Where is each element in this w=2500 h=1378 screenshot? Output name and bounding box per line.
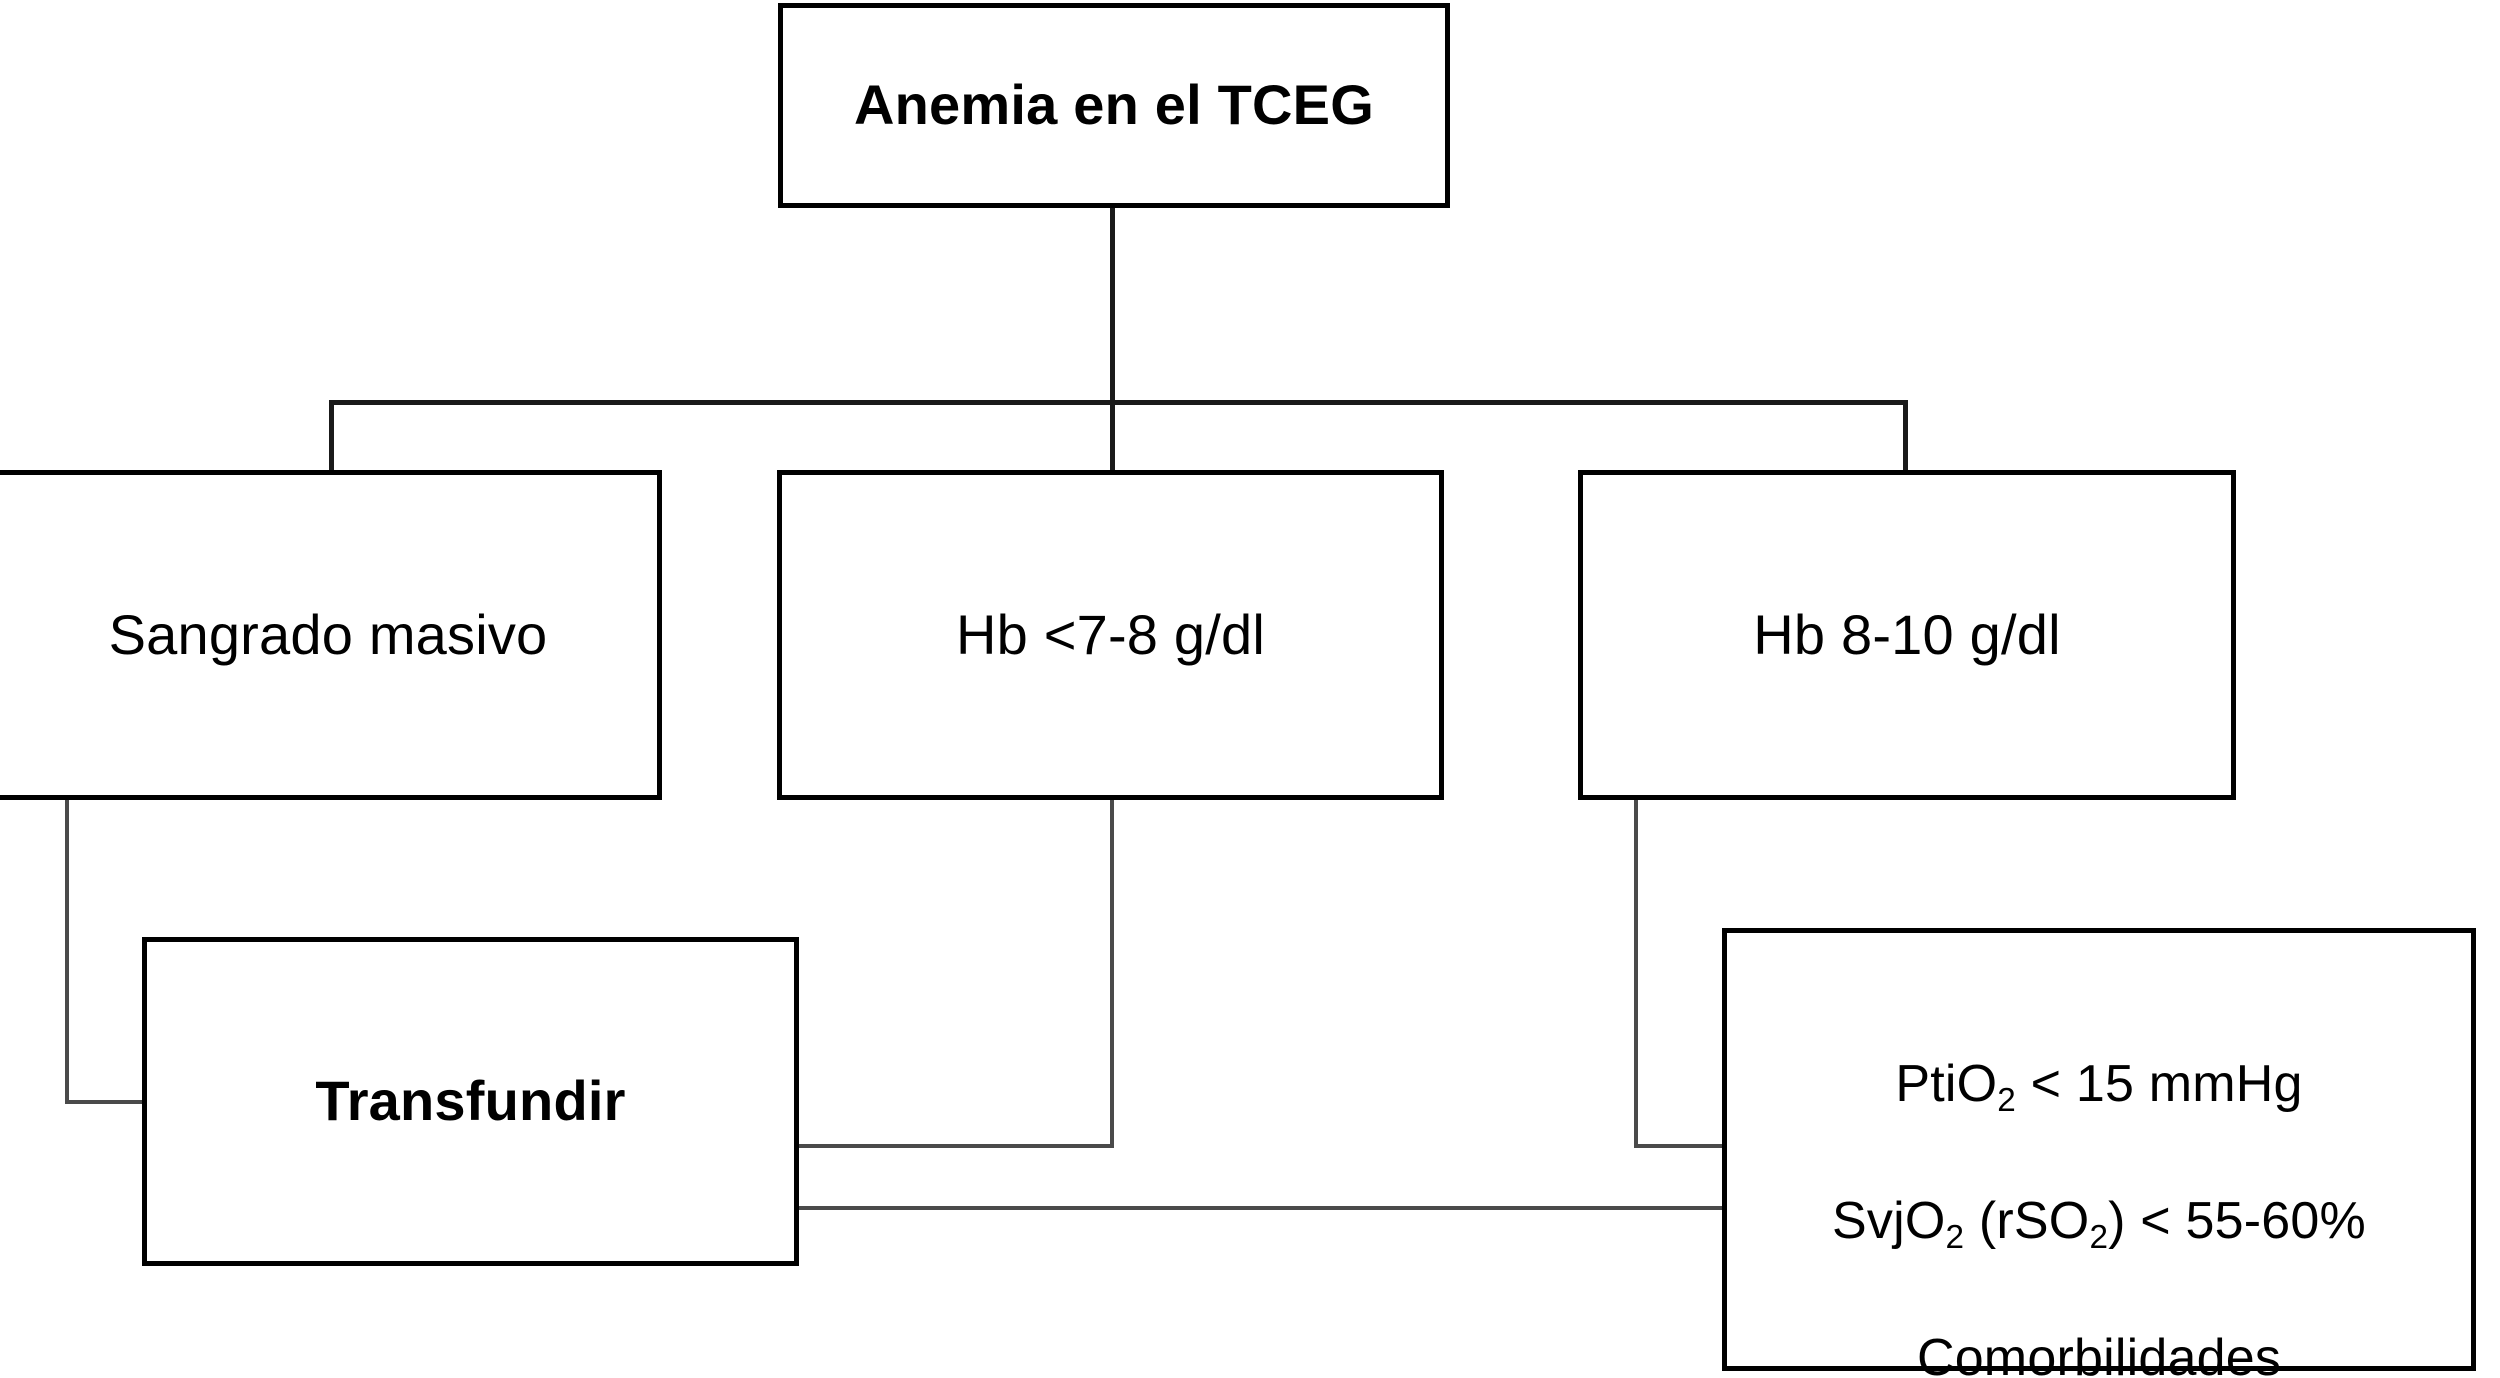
node-sangrado-masivo[interactable]: Sangrado masivo	[0, 470, 662, 800]
node-hb810-label: Hb 8-10 g/dl	[1753, 602, 2061, 666]
node-anemia-en-el-tceg[interactable]: Anemia en el TCEG	[778, 3, 1450, 208]
node-transfundir-label: Transfundir	[315, 1069, 626, 1133]
edge-criterios-to-transfundir	[797, 1206, 1726, 1210]
edge-hb810-to-criterios-horizontal	[1634, 1144, 1726, 1148]
node-criterios-transfusion[interactable]: PtiO2 < 15 mmHg SvjO2 (rSO2) < 55-60% Co…	[1722, 928, 2476, 1378]
edge-hb810-to-criterios-vertical	[1634, 798, 1638, 1148]
edge-root-to-sangrado	[329, 400, 334, 472]
edge-distribution-bar	[329, 400, 1908, 405]
node-anemia-label: Anemia en el TCEG	[854, 73, 1374, 137]
edge-root-to-hb78	[1110, 400, 1115, 472]
node-hb-menor-7-8[interactable]: Hb <7-8 g/dl	[777, 470, 1444, 800]
node-transfundir[interactable]: Transfundir	[142, 937, 799, 1266]
edge-hb78-to-transfundir-vertical	[1110, 798, 1114, 1148]
edge-sangrado-to-transfundir-vertical	[65, 798, 69, 1104]
node-hb78-label: Hb <7-8 g/dl	[955, 602, 1266, 666]
edge-sangrado-to-transfundir-horizontal	[65, 1100, 147, 1104]
criterio-ptio2-line: PtiO2 < 15 mmHg	[1895, 1054, 2303, 1119]
node-sangrado-label: Sangrado masivo	[108, 602, 548, 666]
edge-root-to-hb810	[1903, 400, 1908, 472]
criterio-comorbilidades-line: Comorbilidades	[1916, 1329, 2282, 1378]
edge-hb78-to-transfundir-horizontal	[797, 1144, 1114, 1148]
edge-root-trunk	[1110, 205, 1115, 405]
node-hb-8-10[interactable]: Hb 8-10 g/dl	[1578, 470, 2236, 800]
criterio-svjo2-line: SvjO2 (rSO2) < 55-60%	[1832, 1191, 2366, 1256]
node-criterios-label: PtiO2 < 15 mmHg SvjO2 (rSO2) < 55-60% Co…	[1832, 981, 2366, 1378]
